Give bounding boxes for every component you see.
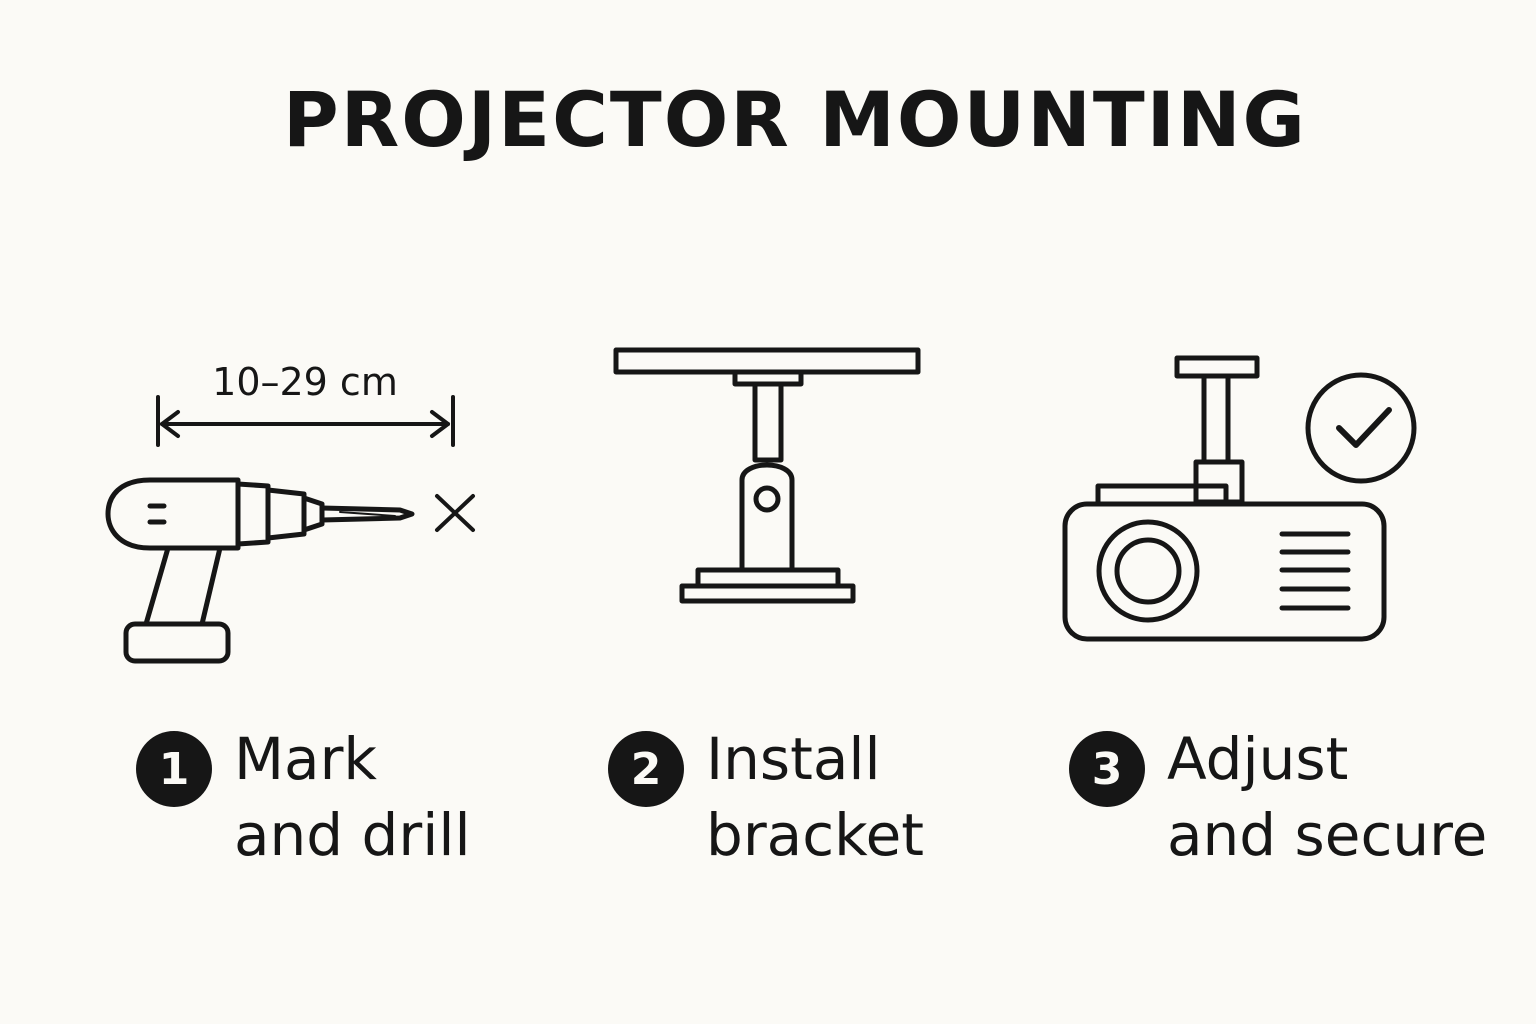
checkmark-circle-icon: [1305, 372, 1417, 484]
step-3-label: Adjust and secure: [1167, 721, 1487, 873]
drill-icon: [105, 477, 415, 664]
step-3-number-badge: 3: [1069, 731, 1145, 807]
ceiling-bracket-icon: [613, 347, 921, 604]
step-1: 1 Mark and drill: [136, 725, 471, 873]
step-1-label-line2: and drill: [234, 801, 471, 869]
drill-mark-x-icon: [435, 494, 475, 532]
step-3: 3 Adjust and secure: [1069, 725, 1487, 873]
dimension-label: 10–29 cm: [212, 360, 398, 404]
step-1-number-badge: 1: [136, 731, 212, 807]
step-3-label-line1: Adjust: [1167, 725, 1349, 793]
step-1-label: Mark and drill: [234, 721, 471, 873]
step-2: 2 Install bracket: [608, 725, 924, 873]
step-2-label: Install bracket: [706, 721, 924, 873]
page-title: PROJECTOR MOUNTING: [283, 75, 1307, 164]
step-1-label-line1: Mark: [234, 725, 378, 793]
step-2-label-line1: Install: [706, 725, 881, 793]
step-2-number-badge: 2: [608, 731, 684, 807]
dimension-indicator: [156, 395, 455, 447]
projector-icon: [1062, 355, 1387, 642]
step-3-label-line2: and secure: [1167, 801, 1488, 869]
step-2-label-line2: bracket: [706, 801, 925, 869]
